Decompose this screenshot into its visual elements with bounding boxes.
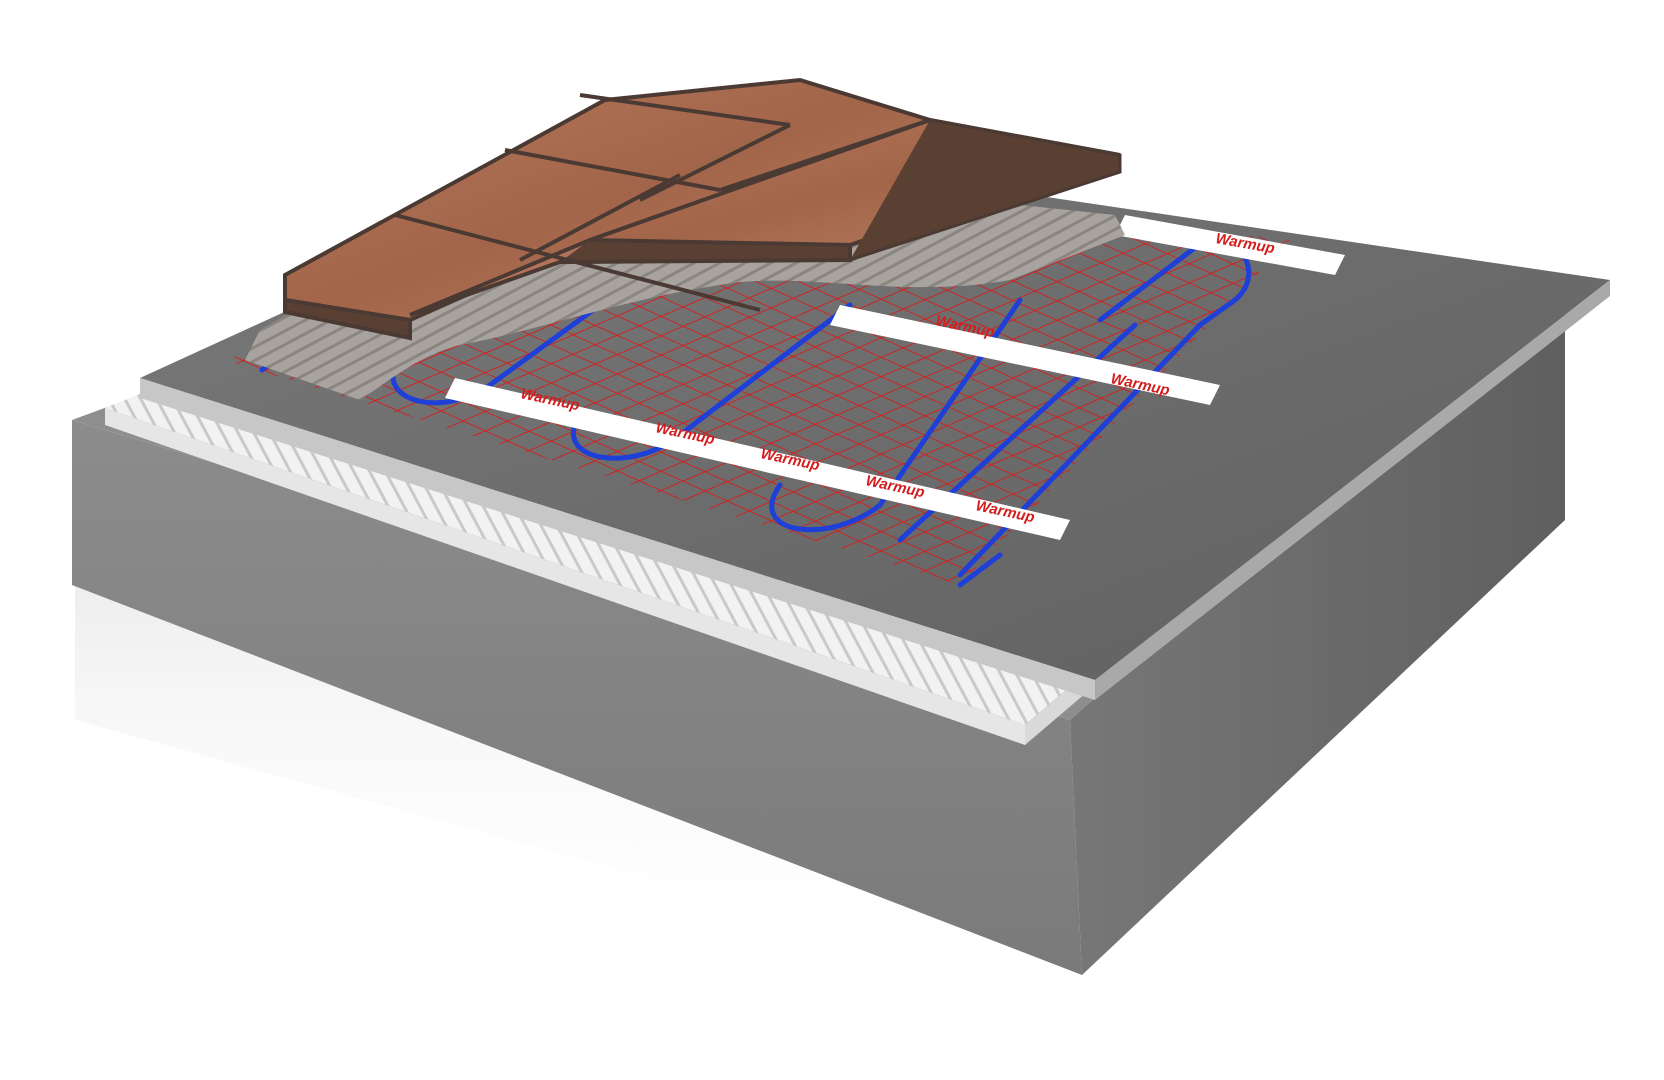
tape-strip — [1115, 215, 1345, 275]
tape-strips: Warmup Warmup Warmup Warmup Warmup Warmu… — [445, 215, 1345, 540]
tape-strip — [445, 378, 1070, 540]
tape-strip — [830, 305, 1220, 405]
ceramic-tiles — [283, 77, 1122, 341]
